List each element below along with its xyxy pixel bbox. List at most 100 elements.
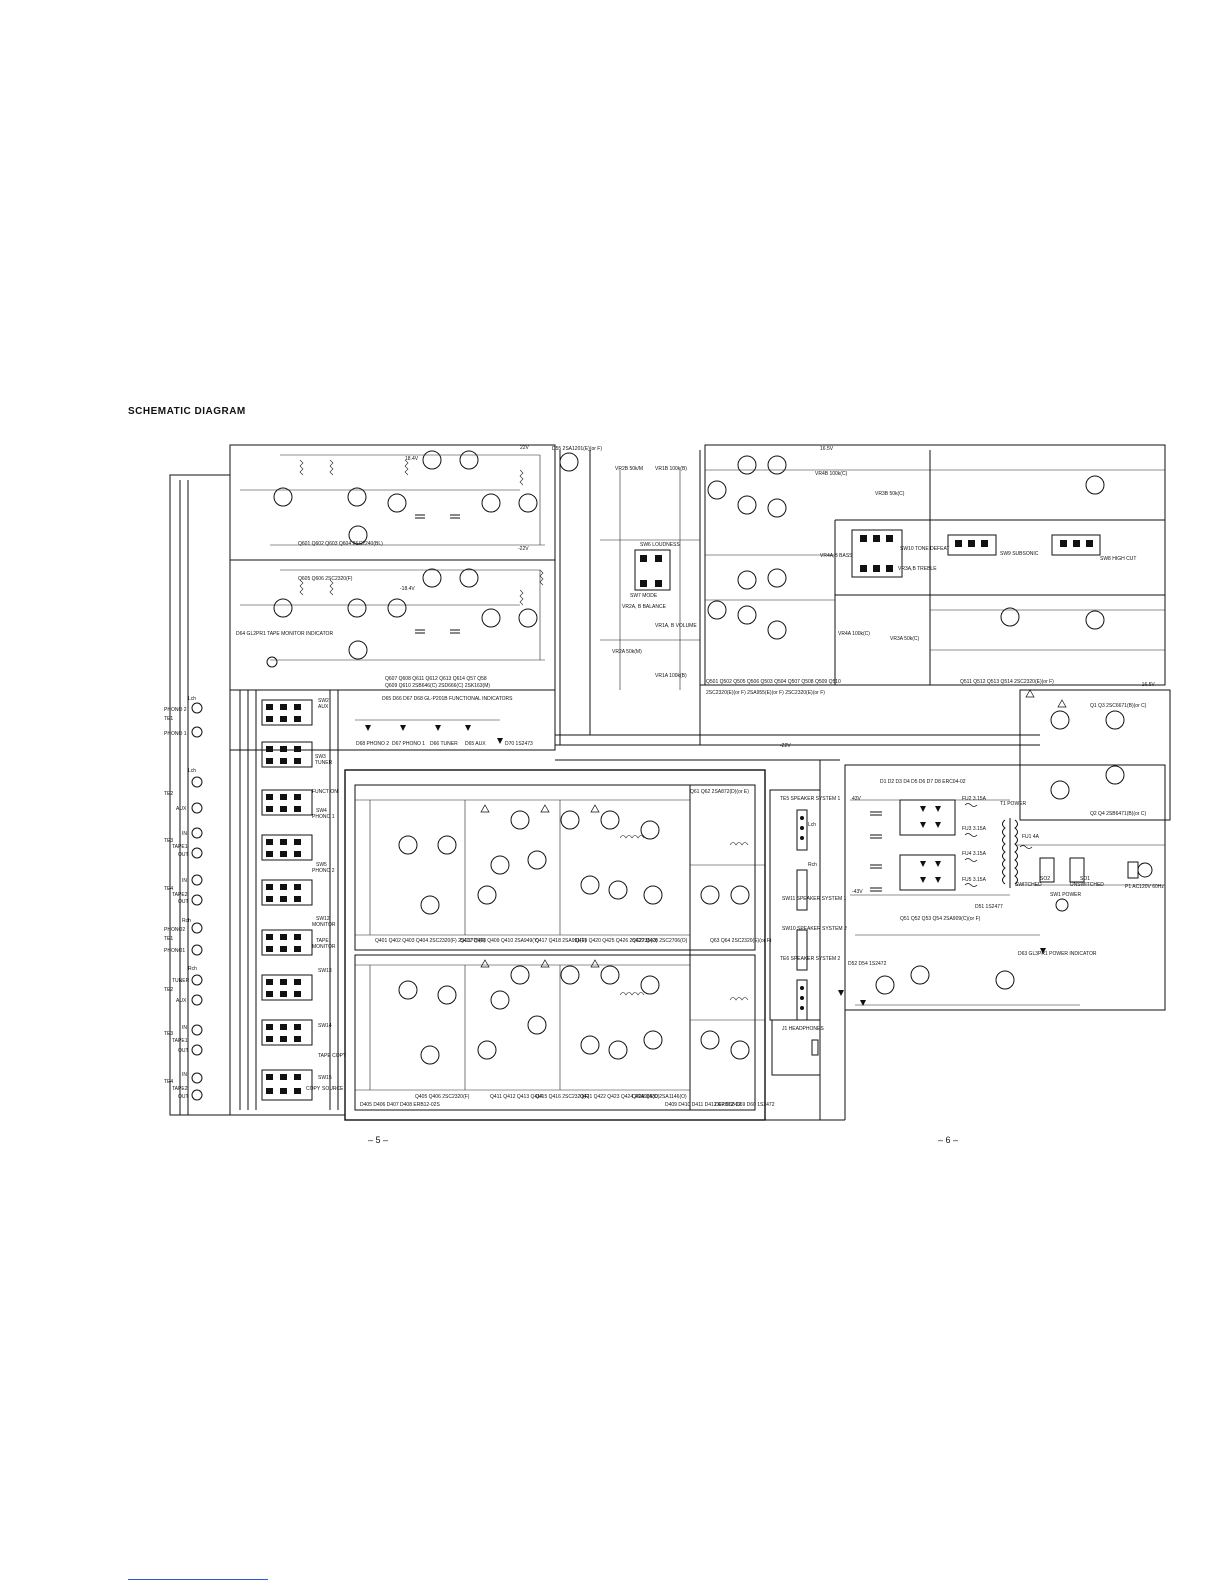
transistor-caption: Q501 Q502 Q505 Q506 Q503 Q504 Q507 Q508 … <box>706 679 841 685</box>
power-label: FU2 3.15A <box>962 796 987 802</box>
transistor-caption: Q607 Q608 Q611 Q612 Q613 Q614 Q57 Q58 <box>385 676 487 682</box>
control-label: SW6 LOUDNESS <box>640 542 680 548</box>
jack-label: IN <box>182 878 187 884</box>
page-number-left: – 5 – <box>368 1135 389 1145</box>
power-label: SO2 <box>1040 876 1050 882</box>
transistor-caption: Q429 Q430 2SA1146(O) <box>632 1094 687 1100</box>
control-label: VR1A 100k(B) <box>655 673 687 679</box>
jack-label: TUNER <box>172 978 190 984</box>
speaker-label: SW11 SPEAKER SYSTEM 1 <box>782 896 847 902</box>
transistor-caption: D67 D68 D69 D60 1S2472 <box>715 1102 775 1108</box>
transistor-caption: Q417 Q418 2SA991(F) <box>535 938 587 944</box>
control-label: VR2B 50k/M <box>615 466 643 472</box>
switch-label-sw2-text: AUX <box>318 704 329 710</box>
control-label: VR3A 50k(C) <box>890 636 920 642</box>
jack-label: OUT <box>178 852 189 858</box>
speaker-label: Lch <box>808 822 816 828</box>
control-label: VR2A, B BALANCE <box>622 604 667 610</box>
jack-label: TAPE1 <box>172 844 188 850</box>
jack-label: TE4 <box>164 886 173 892</box>
jack-label: OUT <box>178 899 189 905</box>
rail-label: -16.5V <box>1140 682 1155 688</box>
control-label: VR4A,B BASS <box>820 553 853 559</box>
switch-label-function: FUNCTION <box>312 789 338 795</box>
transistor-caption: 2SC2320(E)(or F) 2SA955(E)(or F) 2SC2320… <box>706 690 825 696</box>
frame-lines <box>169 444 1171 1121</box>
power-label: D52 D54 1S2472 <box>848 961 887 967</box>
power-label: FU1 4A <box>1022 834 1040 840</box>
switch-label-sw13: SW13 <box>318 968 332 974</box>
transistor-caption: Q2 Q4 2SB6471(B)(or C) <box>1090 811 1146 817</box>
transistor-caption: Q605 Q606 2SC2320(F) <box>298 576 353 582</box>
jack-label: OUT <box>178 1048 189 1054</box>
control-label: VR4B 100k(C) <box>815 471 848 477</box>
control-label: VR3B 50k(C) <box>875 491 905 497</box>
input-switch-blocks <box>261 699 313 1101</box>
function-indicators <box>266 656 503 744</box>
indicator-label: D63 GL3PR1 POWER INDICATOR <box>1018 951 1097 957</box>
transistor-caption: Q601 Q602 Q603 Q604 2SC2240(BL) <box>298 541 383 547</box>
control-label: VR2A 50k(M) <box>612 649 642 655</box>
switch-label-sw2-id: SW2 <box>318 698 329 704</box>
power-supply <box>838 710 1165 1006</box>
transistor-caption: D55 2SA1201(E)(or F) <box>552 446 602 452</box>
transistor-caption: Q1 Q3 2SC6671(B)(or C) <box>1090 703 1147 709</box>
jack-label: AUX <box>176 998 187 1004</box>
power-label: T1 POWER <box>1000 801 1027 807</box>
indicator-label: D64 GL2PR1 TAPE MONITOR INDICATOR <box>236 631 333 637</box>
power-label: D51 1S2477 <box>975 904 1003 910</box>
control-label: VR1B 100k(B) <box>655 466 687 472</box>
jack-label: TE1 <box>164 716 173 722</box>
rail-label: -22V <box>780 743 791 749</box>
control-label: VR1A, B VOLUME <box>655 623 697 629</box>
switch-label-source: SOURCE <box>322 1086 344 1092</box>
speaker-label: J1 HEADPHONES <box>782 1026 824 1032</box>
jack-label: AUX <box>176 806 187 812</box>
jack-label: TE1 <box>164 936 173 942</box>
power-label: FU4 3.15A <box>962 851 987 857</box>
speaker-label: Rch <box>808 862 817 868</box>
transistor-caption: Q511 Q512 Q513 Q514 2SC2320(E)(or F) <box>960 679 1054 685</box>
jack-label: PHONO 1 <box>164 731 187 737</box>
control-label: VR4A 100k(C) <box>838 631 870 637</box>
power-amp-transistors <box>355 689 1067 1091</box>
transistor-caption: Q427 Q428 2SC2706(O) <box>632 938 688 944</box>
transistor-caption: Q415 Q416 2SC2320(F) <box>535 1094 590 1100</box>
switch-label-tape-text: MONITOR <box>312 944 336 950</box>
jack-label: IN <box>182 1072 187 1078</box>
jack-label: TE2 <box>164 987 173 993</box>
transistor-caption: Q419 Q420 Q425 Q426 2SC2235(O) <box>575 938 658 944</box>
jack-label: Rch <box>188 966 197 972</box>
jack-label: TAPE2 <box>172 892 188 898</box>
control-label: SW8 HIGH CUT <box>1100 556 1136 562</box>
transistor-caption: Q407 Q408 Q409 Q410 2SA949(Y) <box>460 938 539 944</box>
transistor-caption: Q51 Q52 Q53 Q54 2SA909(C)(or F) <box>900 916 981 922</box>
transistor-caption: Q401 Q402 Q403 Q404 2SC2320(F) 2SC1775(F… <box>375 938 486 944</box>
jack-label: PHONO 2 <box>164 707 187 713</box>
jack-label: TE2 <box>164 791 173 797</box>
transistor-caption: D409 D410 D411 D412 ERB12-02 <box>665 1102 741 1108</box>
jack-label: TE3 <box>164 838 173 844</box>
transistor-caption: Q411 Q412 Q413 Q414 <box>490 1094 543 1100</box>
power-label: FU3 3.15A <box>962 826 987 832</box>
power-label: SO1 <box>1080 876 1090 882</box>
rail-label: 43V <box>852 796 862 802</box>
indicator-label: D66 TUNER <box>430 741 458 747</box>
switch-label-sw3-text: TUNER <box>315 760 333 766</box>
speaker-label: SW10 SPEAKER SYSTEM 2 <box>782 926 847 932</box>
indicator-label: D67 PHONO 1 <box>392 741 425 747</box>
switch-label-sw4-id: SW4 <box>316 808 327 814</box>
switch-label-sw5-text: PHONO 2 <box>312 868 335 874</box>
jack-label: Lch <box>188 696 196 702</box>
jack-label: TE3 <box>164 1031 173 1037</box>
jack-label: Rch <box>182 918 191 924</box>
page-number-right: – 6 – <box>938 1135 959 1145</box>
indicator-label: D65 AUX <box>465 741 486 747</box>
jack-label: IN <box>182 831 187 837</box>
schematic-labels: SW2 AUX SW3 TUNER FUNCTION SW4 PHONO 1 S… <box>164 445 1164 1108</box>
jack-label: TAPE1 <box>172 1038 188 1044</box>
input-jack-circles <box>191 702 203 1101</box>
jack-label: TE4 <box>164 1079 173 1085</box>
